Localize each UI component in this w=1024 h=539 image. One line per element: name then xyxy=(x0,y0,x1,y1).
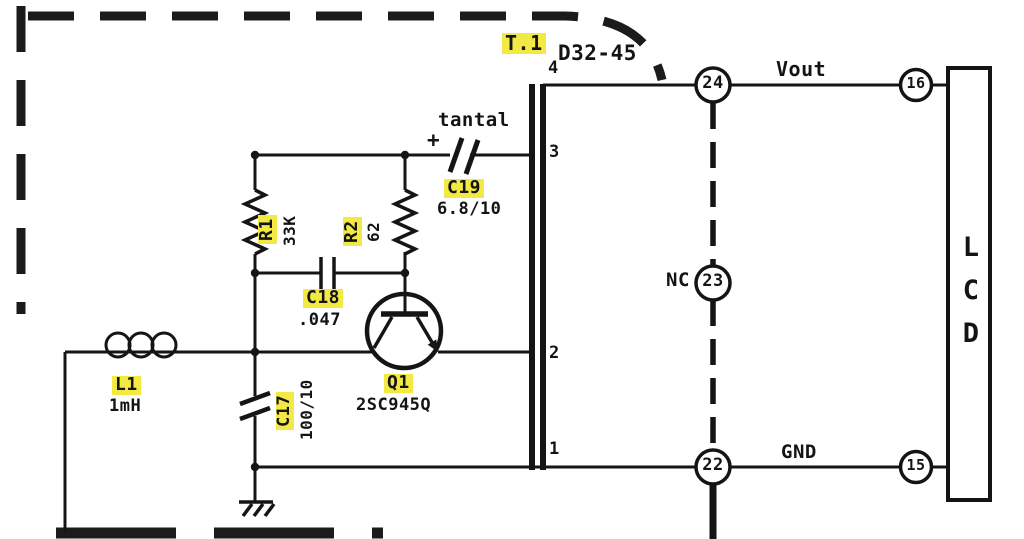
connector-pins xyxy=(694,66,934,486)
junction-dots xyxy=(250,150,410,472)
connector-circle-24 xyxy=(694,66,732,104)
capacitor-c19-polarity: + xyxy=(427,128,441,152)
capacitor-c17-value: 100/10 xyxy=(297,379,316,440)
inductor-l1-value: 1mH xyxy=(109,396,142,416)
capacitor-c17-label: C17 xyxy=(274,391,294,430)
emitter-arrow xyxy=(427,339,438,352)
connector-circle-16 xyxy=(898,67,934,103)
inductor-l1-symbol xyxy=(104,331,178,359)
transformer-pin-4-label: 4 xyxy=(548,58,559,78)
resistor-r1-value: 33K xyxy=(280,215,299,246)
resistor-r1-label: R1 xyxy=(256,215,277,244)
lcd-module-label: LCD xyxy=(955,232,987,361)
capacitor-c17-symbol xyxy=(239,390,271,422)
connector-circle-22 xyxy=(694,448,732,486)
wire-l1-line xyxy=(63,350,372,531)
inductor-l1-label: L1 xyxy=(112,375,141,395)
transistor-q1-value: 2SC945Q xyxy=(356,395,432,415)
capacitor-c19-symbol xyxy=(447,137,481,175)
transformer-pin-3-label: 3 xyxy=(549,142,560,162)
nc-net-label: NC xyxy=(666,269,690,291)
connector-circle-15 xyxy=(898,449,934,485)
capacitor-c18-value: .047 xyxy=(298,310,341,330)
connector-24-number: 24 xyxy=(702,73,724,93)
transformer-t1-symbol xyxy=(529,84,546,470)
transistor-q1-label: Q1 xyxy=(384,373,413,393)
gnd-net-label: GND xyxy=(781,441,817,463)
wires xyxy=(63,83,948,531)
lcd-box xyxy=(946,66,992,502)
capacitor-c18-symbol xyxy=(319,257,336,290)
connector-22-number: 22 xyxy=(702,455,724,475)
transformer-t1-part: D32-45 xyxy=(558,41,637,65)
connector-23-number: 23 xyxy=(702,271,724,291)
transformer-t1-label: T.1 xyxy=(502,33,546,54)
resistor-r2-symbol xyxy=(390,188,420,256)
ground-symbol xyxy=(239,500,276,518)
transformer-pin-1-label: 1 xyxy=(549,439,560,459)
transformer-pin-2-label: 2 xyxy=(549,343,560,363)
connector-circle-23 xyxy=(694,264,732,302)
resistor-r2-label: R2 xyxy=(341,217,362,246)
capacitor-c19-value: 6.8/10 xyxy=(437,199,502,219)
vout-net-label: Vout xyxy=(776,57,827,81)
connector-16-number: 16 xyxy=(906,74,926,92)
capacitor-c19-type-note: tantal xyxy=(438,109,510,131)
resistor-r1-symbol xyxy=(240,188,270,256)
shield-border xyxy=(16,6,667,539)
capacitor-c18-label: C18 xyxy=(303,288,344,308)
border-top xyxy=(28,11,667,82)
resistor-r2-value: 62 xyxy=(364,221,383,242)
transistor-q1-symbol xyxy=(364,291,444,371)
connector-15-number: 15 xyxy=(906,456,926,474)
capacitor-c19-label: C19 xyxy=(444,178,485,198)
